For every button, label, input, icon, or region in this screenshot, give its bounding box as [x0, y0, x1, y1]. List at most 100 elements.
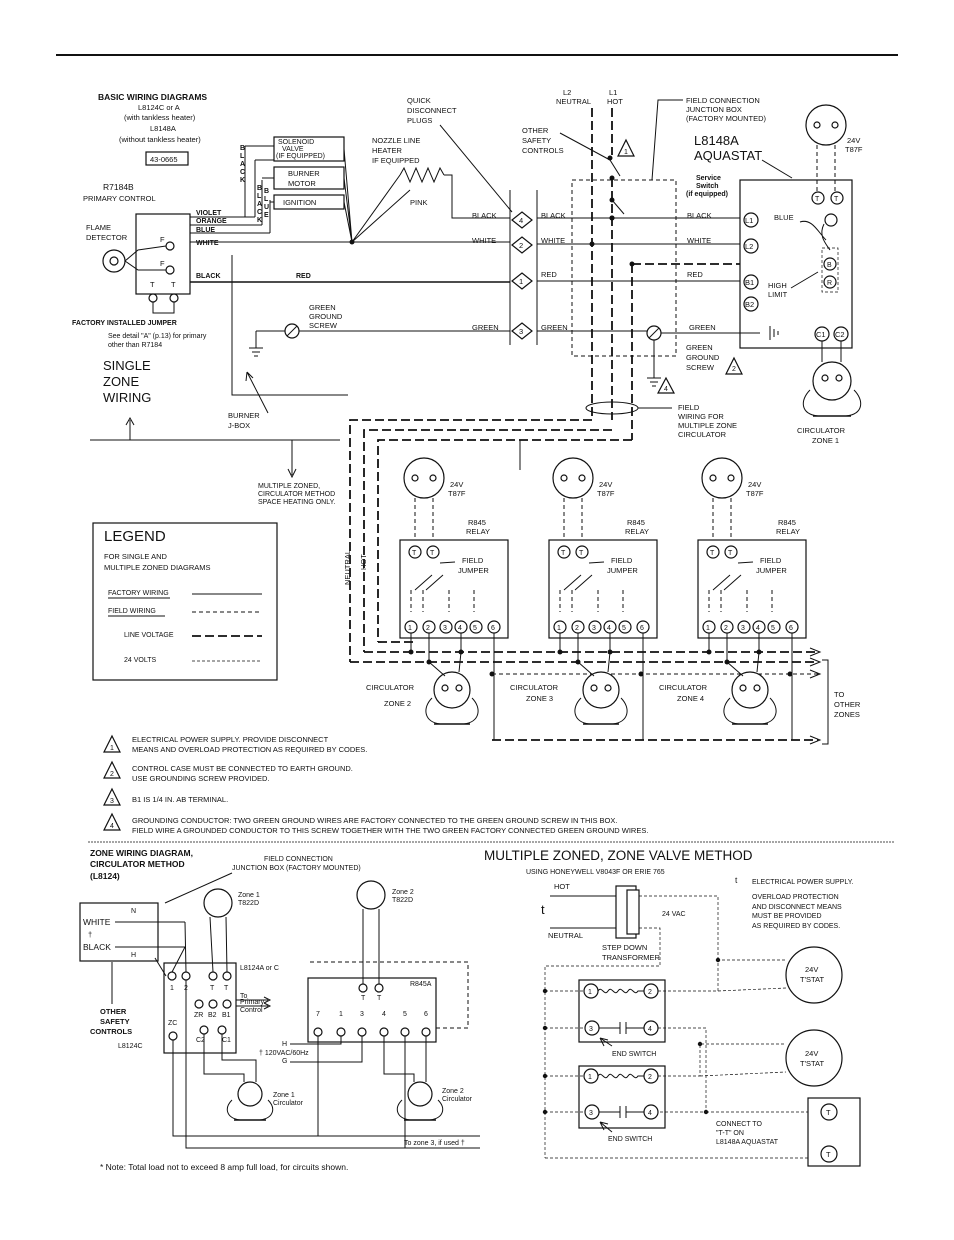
zv-v1-end-switch [599, 1022, 644, 1034]
ground-screw-label-3: SCREW [309, 321, 338, 330]
zv-v2-end-switch-label: END SWITCH [608, 1136, 652, 1143]
quick-disconnect-label-2: DISCONNECT [407, 106, 457, 115]
zd-supply-wires [290, 1036, 363, 1063]
primary-control-model: R7184B [103, 182, 134, 192]
svg-text:2: 2 [519, 241, 523, 250]
zv-transformer-secondary [626, 889, 640, 935]
circ1-leads [821, 341, 842, 362]
t87f-main-label-1: 24V [847, 136, 860, 145]
circ1-terminal-1 [821, 374, 829, 382]
note-2-triangle-top [725, 356, 743, 375]
zd-l8124c: L8124C [118, 1043, 143, 1050]
zd-r845a-box [307, 977, 437, 1043]
zd-zone2-label-2: T822D [392, 897, 413, 904]
zd-to-primary-2: Primary [240, 999, 265, 1006]
white-label: WHITE [196, 240, 219, 247]
footer-note: * Note: Total load not to exceed 8 amp f… [100, 1162, 348, 1172]
relay-z3-label-2: RELAY [625, 527, 649, 536]
ground-screw-label-2: GROUND [309, 312, 343, 321]
factory-jumper-wire [152, 302, 175, 314]
zd-zone1-circulator [226, 1081, 274, 1121]
primary-control-box [135, 213, 191, 295]
svg-text:T: T [561, 550, 566, 557]
circ-z2-label-1: CIRCULATOR [366, 683, 415, 692]
svg-text:3: 3 [741, 625, 745, 632]
svg-text:C1: C1 [222, 1037, 231, 1044]
zv-v2-term-4-label: 4 [648, 1110, 652, 1117]
zv-tt-term-1-label: T [826, 1108, 831, 1117]
zd-zone1c-label-1: Zone 1 [273, 1092, 295, 1099]
component-feed-wires [245, 145, 274, 203]
svg-text:5: 5 [473, 625, 477, 632]
field-wiring-label-2: WIRING FOR [678, 412, 724, 421]
svg-text:T: T [579, 550, 584, 557]
zv-v1-wiring [545, 959, 787, 992]
zv-neutral-label: NEUTRAL [548, 931, 583, 940]
zd-zone1-wires [209, 916, 228, 973]
svg-text:T: T [834, 196, 839, 203]
burner-jbox-label-2: J-BOX [228, 421, 250, 430]
zv-v2-term-1-label: 1 [588, 1074, 592, 1081]
burner-motor-label-2: MOTOR [288, 179, 316, 188]
field-box-pointer [651, 99, 683, 181]
svg-text:T: T [430, 550, 435, 557]
to-other-label-2: OTHER [834, 700, 861, 709]
zv-v1-term-3-label: 3 [589, 1026, 593, 1033]
zv-v1-end-switch-label: END SWITCH [612, 1051, 656, 1058]
zd-to-zone3: To zone 3, if used † [404, 1140, 465, 1147]
relay-z2-label-1: R845 [468, 518, 486, 527]
neutral-node [589, 241, 595, 247]
legend-line-voltage: LINE VOLTAGE [124, 632, 174, 639]
svg-text:L2: L2 [745, 242, 753, 251]
t87f-main-wires [816, 145, 836, 192]
other-safety-pointer [559, 132, 611, 161]
green-label-left: GREEN [472, 323, 499, 332]
t87f-z4-label-1: 24V [748, 480, 761, 489]
box-ground-label-3: SCREW [686, 363, 715, 372]
ignition-label: IGNITION [283, 198, 316, 207]
zv-tt-term-1 [820, 1103, 838, 1121]
chassis-ground-left [249, 331, 263, 357]
bus-arrows [809, 647, 822, 679]
svg-text:4: 4 [458, 625, 462, 632]
jumper-z2-label-1: FIELD [462, 556, 484, 565]
box-ground-label-1: GREEN [686, 343, 713, 352]
circulator-zone-2 [425, 651, 479, 725]
zv-v1-coil [597, 988, 644, 994]
svg-text:B1: B1 [222, 1012, 231, 1019]
zv-24vac: 24 VAC [662, 911, 686, 918]
hot-node [609, 215, 615, 221]
plug-2: 2 [511, 236, 533, 254]
model-line-1: L8124C or A [138, 103, 180, 112]
multi-zone-arrow [287, 440, 297, 479]
green-label-mid: GREEN [541, 323, 568, 332]
svg-text:4: 4 [519, 216, 523, 225]
zv-v1-term-1-label: 1 [588, 989, 592, 996]
svg-text:3: 3 [592, 625, 596, 632]
pink-label: PINK [410, 198, 428, 207]
legend-factory-wiring: FACTORY WIRING [108, 590, 169, 597]
red-label-mid: RED [541, 270, 557, 279]
zd-to-primary-1: To [240, 993, 248, 1000]
circ1-terminal-2 [835, 374, 843, 382]
relay-z4-label-1: R845 [778, 518, 796, 527]
zd-zone2-wires [362, 909, 380, 985]
zv-v2-end-switch [599, 1106, 644, 1118]
nozzle-label-1: NOZZLE LINE [372, 136, 420, 145]
zd-relay-dash [310, 961, 469, 1029]
note-4-line-1: GROUNDING CONDUCTOR: TWO GREEN GROUND WI… [132, 816, 617, 825]
note-3: 3 [103, 787, 121, 806]
red-label-right: RED [687, 270, 703, 279]
to-other-label-1: TO [834, 690, 844, 699]
zone-valve-sub: USING HONEYWELL V8043F OR ERIE 765 [526, 869, 665, 876]
zd-safety-2: SAFETY [100, 1017, 130, 1026]
svg-text:ZC: ZC [168, 1020, 177, 1027]
to-other-label-3: ZONES [834, 710, 860, 719]
relay-zone-3: T T 1 2 3 4 5 6 [548, 457, 658, 639]
svg-text:7: 7 [316, 1011, 320, 1018]
circulator-zone-3 [574, 651, 628, 725]
legend-field-wiring: FIELD WIRING [108, 608, 156, 615]
relay-zone-4: T T 1 2 3 4 5 6 [697, 457, 807, 639]
zv-tstat-1 [785, 946, 843, 1004]
zd-zone2c-label-1: Zone 2 [442, 1088, 464, 1095]
